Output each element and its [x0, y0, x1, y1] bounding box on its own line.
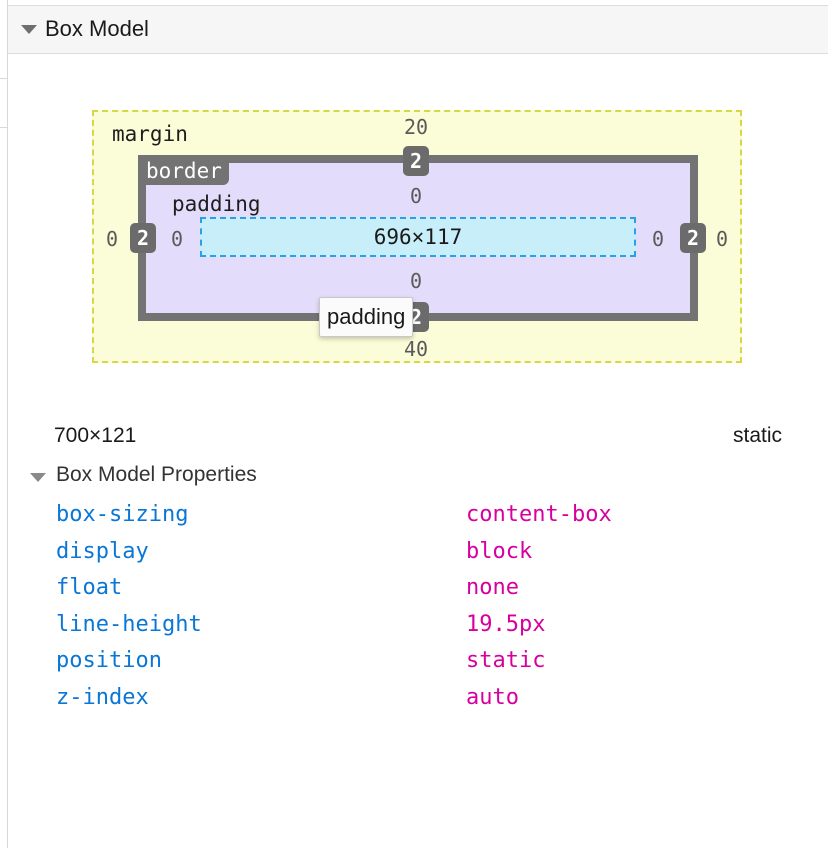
border-label: border [139, 157, 229, 185]
element-position: static [732, 424, 782, 447]
border-left-value[interactable]: 2 [130, 223, 156, 253]
triangle-down-icon[interactable] [30, 473, 46, 482]
margin-bottom-value[interactable]: 40 [403, 337, 429, 361]
property-name[interactable]: box-sizing [56, 502, 189, 527]
element-dimensions: 700×121 [54, 424, 137, 447]
property-name[interactable]: float [56, 575, 123, 601]
panel-divider [7, 0, 8, 848]
padding-label: padding [172, 192, 261, 216]
property-row: display block [56, 535, 756, 572]
property-value: static [466, 648, 546, 674]
property-value: none [466, 575, 519, 601]
panel-edge-stub [0, 78, 7, 128]
box-model-header[interactable]: Box Model [8, 5, 828, 54]
content-box[interactable]: 696×117 [200, 217, 636, 257]
property-name[interactable]: z-index [56, 684, 149, 710]
padding-left-value[interactable]: 0 [170, 227, 184, 251]
property-row: box-sizing content-box [56, 498, 756, 535]
property-row: z-index auto [56, 681, 756, 718]
property-name[interactable]: position [56, 648, 162, 674]
property-name[interactable]: display [56, 538, 149, 564]
margin-right-value[interactable]: 0 [715, 227, 729, 251]
margin-top-value[interactable]: 20 [403, 115, 429, 139]
padding-bottom-value[interactable]: 0 [409, 269, 423, 293]
box-model-title: Box Model [45, 16, 149, 41]
border-right-value[interactable]: 2 [680, 223, 706, 253]
property-list: box-sizing content-box display block flo… [56, 498, 756, 718]
triangle-down-icon[interactable] [21, 25, 37, 34]
property-value: 19.5px [466, 611, 546, 637]
property-row: line-height 19.5px [56, 608, 756, 645]
property-value: block [466, 538, 533, 564]
property-value: content-box [466, 502, 612, 527]
hover-tooltip: padding [319, 297, 414, 337]
margin-label: margin [112, 122, 188, 146]
property-row: float none [56, 571, 756, 608]
box-model-properties-title: Box Model Properties [56, 463, 257, 486]
property-row: position static [56, 644, 756, 681]
property-value: auto [466, 684, 519, 710]
padding-right-value[interactable]: 0 [651, 227, 665, 251]
border-top-value[interactable]: 2 [403, 146, 429, 176]
property-name[interactable]: line-height [56, 611, 202, 637]
padding-top-value[interactable]: 0 [409, 184, 423, 208]
margin-left-value[interactable]: 0 [105, 227, 119, 251]
